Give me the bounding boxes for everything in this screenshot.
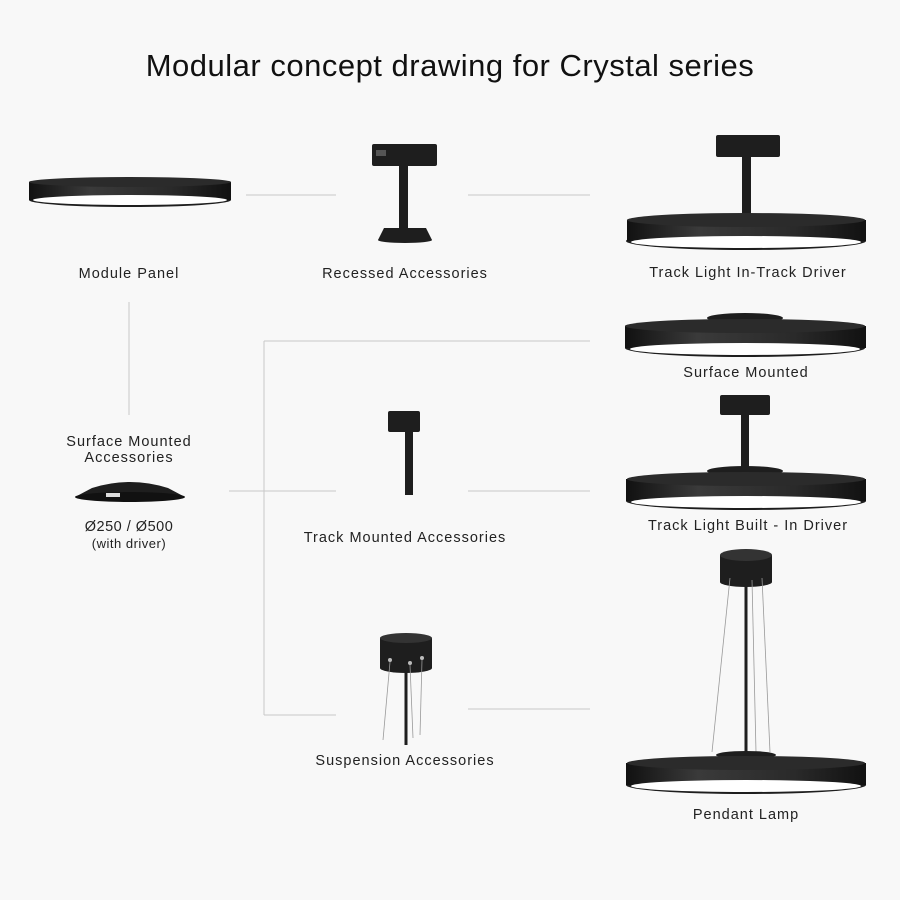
surface-mounted-accessories-image [75, 482, 185, 502]
diagram-title: Modular concept drawing for Crystal seri… [145, 48, 755, 83]
label-pendant-lamp: Pendant Lamp [692, 807, 800, 823]
track-light-built-in-driver-image [626, 395, 866, 510]
recessed-accessories-image [372, 144, 437, 243]
label-track-light-in-track-driver: Track Light In-Track Driver [649, 265, 847, 281]
label-track-light-built-in-driver: Track Light Built - In Driver [647, 518, 849, 534]
pendant-lamp-image [626, 549, 866, 794]
label-surface-mounted-accessories-size: Ø250 / Ø500 [84, 519, 174, 535]
label-module-panel: Module Panel [78, 266, 180, 282]
label-surface-mounted-accessories-2: Accessories [84, 450, 174, 466]
connector-lines [128, 194, 590, 716]
suspension-accessories-image [380, 633, 432, 745]
label-suspension-accessories: Suspension Accessories [315, 753, 495, 769]
module-panel-image [29, 177, 231, 207]
track-light-in-track-driver-image [626, 135, 866, 250]
label-track-mounted-accessories: Track Mounted Accessories [303, 530, 507, 546]
label-recessed-accessories: Recessed Accessories [322, 266, 488, 282]
label-surface-mounted: Surface Mounted [683, 365, 809, 381]
label-surface-mounted-accessories-1: Surface Mounted [66, 434, 192, 450]
surface-mounted-image [625, 313, 866, 357]
track-mounted-accessories-image [388, 411, 420, 495]
label-surface-mounted-accessories-note: (with driver) [91, 536, 167, 551]
